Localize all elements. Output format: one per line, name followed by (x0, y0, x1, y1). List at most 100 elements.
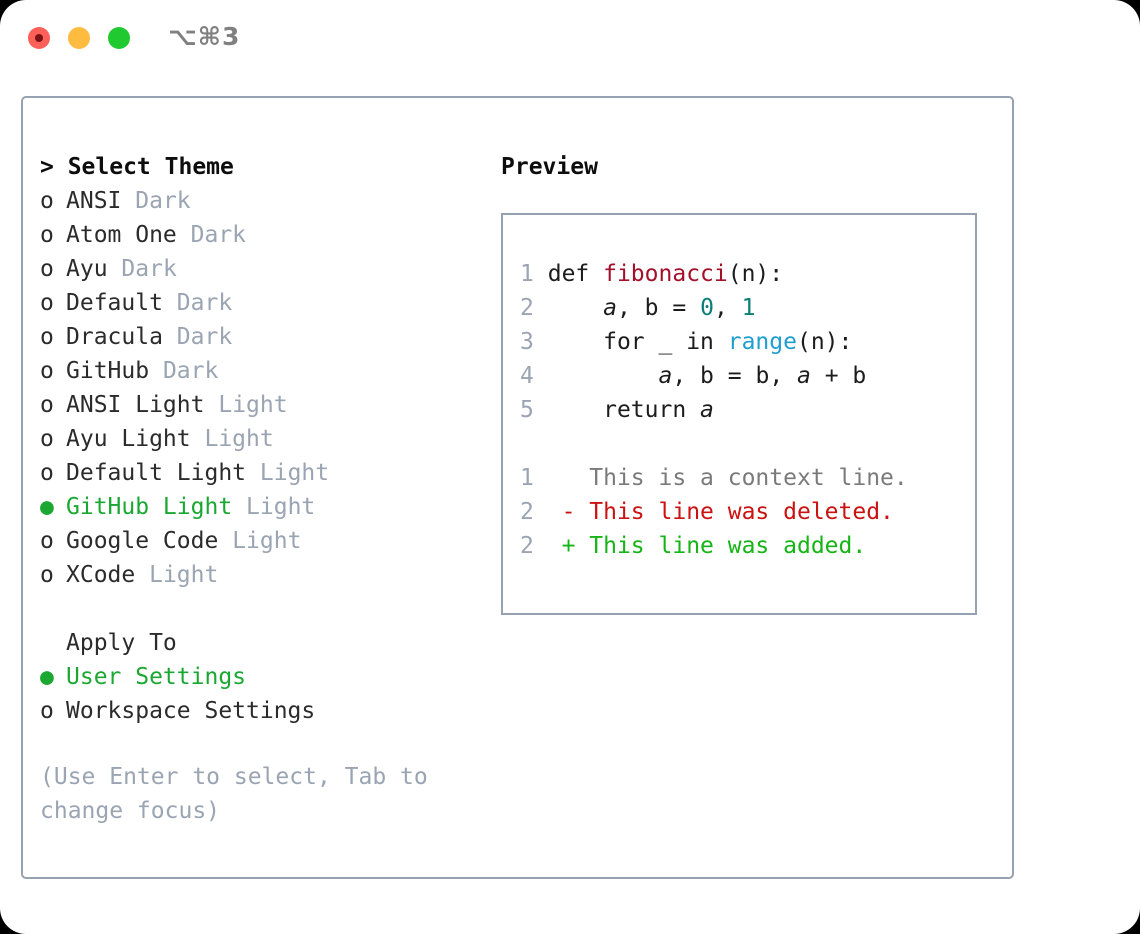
code-token: = (713, 363, 756, 389)
apply-to-option-list: ●User Settings o Workspace Settings (40, 660, 480, 728)
diff-line: 2 + This line was added. (520, 529, 969, 563)
radio-selected-icon[interactable]: ● (40, 664, 54, 690)
radio-unselected-icon[interactable]: o (40, 562, 54, 588)
code-token: (n): (796, 329, 853, 355)
theme-option-ansi[interactable]: o ANSI Dark (40, 184, 480, 218)
theme-option-default[interactable]: o Default Dark (40, 286, 480, 320)
theme-category-badge: Light (149, 562, 219, 588)
theme-option-ayu-light[interactable]: o Ayu Light Light (40, 422, 480, 456)
code-line-number: 1 (520, 261, 534, 287)
code-diff-spacer (520, 427, 969, 461)
theme-option-label: Default (66, 290, 163, 316)
radio-unselected-icon[interactable]: o (40, 188, 54, 214)
code-token: fibonacci (603, 261, 728, 287)
theme-category-badge: Dark (135, 188, 191, 214)
apply-to-heading: Apply To (66, 630, 177, 656)
theme-option-xcode[interactable]: o XCode Light (40, 558, 480, 592)
section-spacer (40, 592, 480, 626)
diff-line-number: 2 (520, 533, 534, 559)
preview-column: Preview 1 def fibonacci(n):2 a, b = 0, 1… (501, 150, 1001, 615)
code-token: , (713, 295, 742, 321)
close-window-button[interactable] (28, 27, 50, 49)
code-token: , (672, 363, 701, 389)
code-token: , (616, 295, 645, 321)
radio-unselected-icon[interactable]: o (40, 698, 54, 724)
code-token: + (810, 363, 853, 389)
apply-to-option-user-settings[interactable]: ●User Settings (40, 660, 480, 694)
radio-unselected-icon[interactable]: o (40, 392, 54, 418)
theme-option-label: Google Code (66, 528, 219, 554)
code-token: a (658, 363, 673, 389)
theme-option-label: Ayu Light (66, 426, 191, 452)
diff-line-number: 1 (520, 465, 534, 491)
code-token: b (644, 295, 659, 321)
diff-text: This is a context line. (575, 465, 908, 491)
code-line: 1 def fibonacci(n): (520, 257, 969, 291)
code-token: for _ in (603, 329, 728, 355)
code-token: b (700, 363, 714, 389)
code-line: 2 a, b = 0, 1 (520, 291, 969, 325)
diff-marker (562, 465, 576, 491)
radio-unselected-icon[interactable]: o (40, 222, 54, 248)
theme-option-label: GitHub (66, 358, 150, 384)
apply-to-option-workspace-settings[interactable]: o Workspace Settings (40, 694, 480, 728)
theme-category-badge: Dark (176, 324, 233, 350)
code-token: b (755, 363, 770, 389)
code-line-number: 5 (520, 397, 534, 423)
code-token: 0 (700, 295, 714, 321)
radio-unselected-icon[interactable]: o (40, 256, 54, 282)
preview-heading: Preview (501, 154, 598, 180)
radio-selected-icon[interactable]: ● (40, 494, 54, 520)
code-token: return (603, 397, 701, 423)
diff-line: 1 This is a context line. (520, 461, 969, 495)
radio-unselected-icon[interactable]: o (40, 528, 54, 554)
radio-unselected-icon[interactable]: o (40, 358, 54, 384)
radio-unselected-icon[interactable]: o (40, 426, 54, 452)
theme-option-default-light[interactable]: o Default Light Light (40, 456, 480, 490)
theme-option-label: XCode (66, 562, 136, 588)
diff-sample: 1 This is a context line.2 - This line w… (520, 461, 969, 563)
theme-option-label: ANSI (66, 188, 122, 214)
diff-text: This line was deleted. (575, 499, 894, 525)
theme-category-badge: Light (246, 494, 316, 520)
code-token: (n): (727, 261, 784, 287)
radio-unselected-icon[interactable]: o (40, 460, 54, 486)
code-token: a (700, 397, 714, 423)
keyboard-hint-text: (Use Enter to select, Tab to change focu… (40, 764, 428, 824)
minimize-window-button[interactable] (68, 27, 90, 49)
code-token: a (797, 363, 811, 389)
code-line: 5 return a (520, 393, 969, 427)
theme-option-label: ANSI Light (66, 392, 205, 418)
diff-line-number: 2 (520, 499, 534, 525)
theme-option-github-light[interactable]: ●GitHub Light Light (40, 490, 480, 524)
diff-marker: + (561, 533, 576, 559)
theme-option-label: Default Light (66, 460, 247, 486)
code-token: b (852, 363, 867, 389)
code-token: a (603, 295, 617, 321)
maximize-window-button[interactable] (108, 27, 130, 49)
diff-line: 2 - This line was deleted. (520, 495, 969, 529)
radio-unselected-icon[interactable]: o (40, 290, 54, 316)
theme-category-badge: Light (259, 460, 330, 486)
theme-category-badge: Dark (121, 256, 177, 282)
code-token: range (727, 329, 797, 355)
select-theme-heading: > Select Theme (40, 154, 234, 180)
theme-category-badge: Light (204, 426, 274, 452)
theme-category-badge: Dark (176, 290, 233, 316)
radio-unselected-icon[interactable]: o (40, 324, 54, 350)
code-line-number: 3 (520, 329, 534, 355)
code-token: 1 (741, 295, 756, 321)
code-token: = (658, 295, 701, 321)
apply-to-option-label: Workspace Settings (66, 698, 316, 724)
